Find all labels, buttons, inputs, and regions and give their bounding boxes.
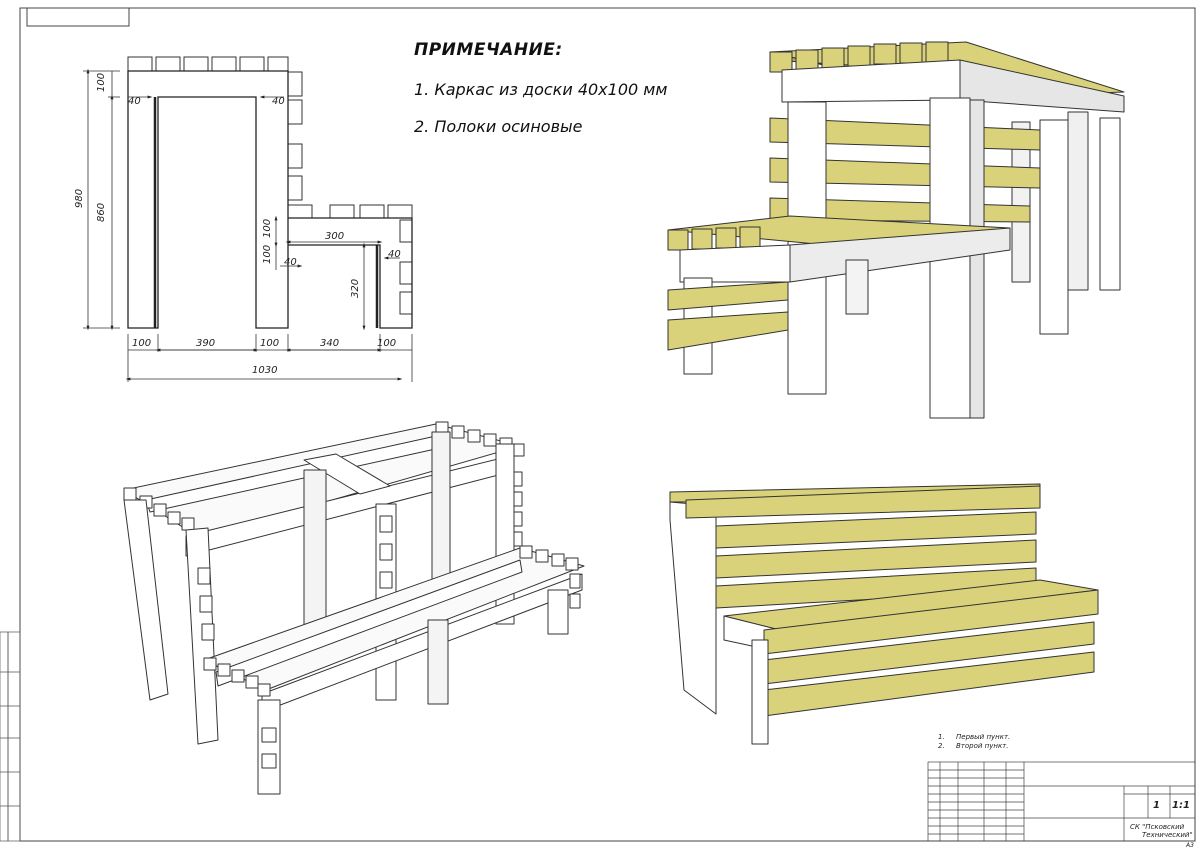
dim-total-width: 1030 [252,365,277,376]
dim-step-height: 320 [350,279,361,298]
sheet-corner-box [26,7,130,27]
sheet-border [19,7,1196,842]
sheet-number: 1 [1153,800,1160,811]
dim-bottom-2: 390 [196,338,215,349]
notes-title: ПРИМЕЧАНИЕ: [414,40,563,60]
dim-step-board: 100 [262,245,273,264]
dim-bottom-5: 100 [377,338,396,349]
sheet-format: А3 [1185,842,1194,848]
scale-value: 1:1 [1172,800,1190,811]
dim-side-right: 40 [272,96,285,107]
dim-height-inner: 860 [96,203,107,222]
stamp-points: 1.Первый пункт. 2.Второй пункт. [938,733,1010,751]
note-frame: 1. Каркас из доски 40х100 мм [414,80,668,99]
render-finished-bench-top [667,41,1125,419]
render-finished-bench-front [669,483,1099,745]
org-line-2: Технический" [1142,831,1193,839]
dim-step-width: 300 [325,231,344,242]
dim-bottom-4: 340 [320,338,339,349]
dim-height-total: 980 [74,189,85,208]
dim-side-left: 40 [128,96,141,107]
binding-strip [0,631,21,842]
dim-bottom-1: 100 [132,338,151,349]
org-line-1: СК "Псковский [1130,823,1185,831]
stamp-point-1: 1.Первый пункт. [938,733,1011,741]
title-block [927,761,1196,842]
profile-drawing: 980 860 100 40 40 100 100 300 40 40 320 … [74,56,413,382]
dim-step-top: 100 [262,219,273,238]
note-shelves: 2. Полоки осиновые [414,117,583,136]
notes-block: ПРИМЕЧАНИЕ: 1. Каркас из доски 40х100 мм… [414,40,754,154]
dim-step-side: 40 [284,257,297,268]
dim-top-board: 100 [96,73,107,92]
dim-step-side-right: 40 [388,249,401,260]
dim-bottom-3: 100 [260,338,279,349]
render-frame-iso [123,421,585,795]
stamp-point-2: 2.Второй пункт. [938,742,1009,750]
